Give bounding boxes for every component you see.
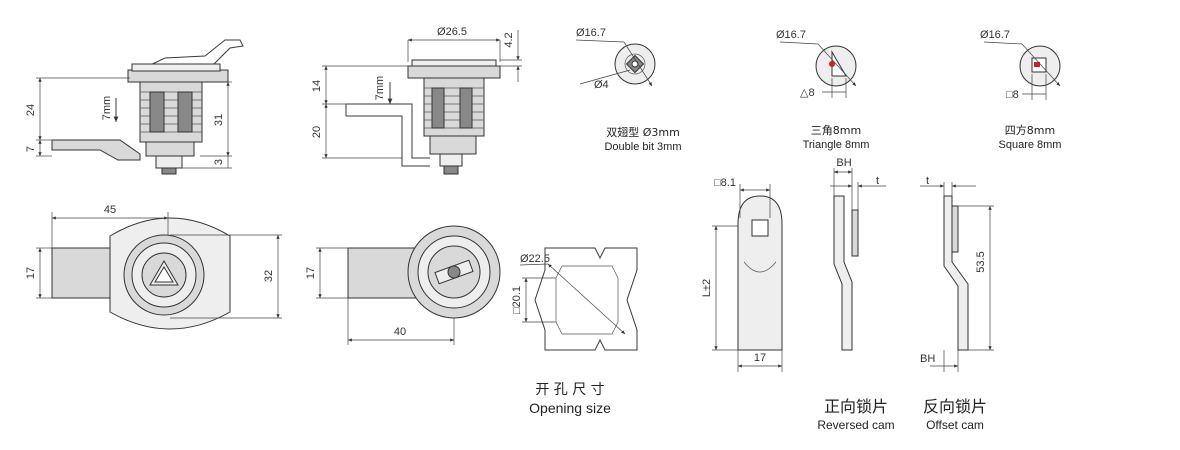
key3-en: Square 8mm: [999, 139, 1062, 151]
cam-off-53-5: 53.5: [975, 251, 987, 272]
cam-front-view: □8.1 L±2 17: [701, 177, 783, 372]
front-side-view: 7mm Ø26.5 4.2 14 20: [311, 26, 522, 175]
key1-en: Double bit 3mm: [604, 141, 681, 153]
offset-caption-en: Offset cam: [926, 418, 984, 432]
key2-cn: 三角8mm: [811, 124, 861, 137]
dim-4-2: 4.2: [503, 32, 515, 47]
key2-sub: △8: [800, 87, 815, 99]
dim-45: 45: [104, 204, 116, 216]
cam-off-bh: BH: [920, 353, 935, 365]
key-triangle: Ø16.7 △8 三角8mm Triangle 8mm: [776, 29, 869, 151]
offset-caption-cn: 反向锁片: [923, 397, 987, 416]
dim-20: 20: [311, 126, 323, 138]
dim-17-top: 17: [25, 267, 37, 279]
dim-14: 14: [311, 80, 323, 92]
key3-sub: □8: [1006, 89, 1019, 101]
opening-view: Ø22.5 □20.1: [511, 247, 638, 351]
key1-dia: Ø16.7: [576, 27, 606, 39]
dim-dia-26-5: Ø26.5: [437, 26, 467, 38]
key2-dia: Ø16.7: [776, 29, 806, 41]
cam-offset-view: t 53.5 BH: [920, 175, 994, 372]
dim-7mm-side: 7mm: [101, 96, 113, 120]
dim-dia-22-5: Ø22.5: [520, 253, 550, 265]
cam-rev-bh: BH: [836, 157, 851, 169]
cam-rev-t: t: [876, 175, 879, 187]
key2-en: Triangle 8mm: [803, 139, 870, 151]
dim-3: 3: [213, 159, 225, 165]
cam-reversed-view: BH t: [830, 157, 886, 351]
cam-width-17: 17: [754, 352, 766, 364]
cam-sq-8-1: □8.1: [714, 177, 736, 189]
side-view: 24 7 7mm 31 3: [25, 39, 244, 175]
opening-caption-en: Opening size: [529, 400, 611, 416]
dim-40: 40: [394, 326, 406, 338]
key1-sub: Ø4: [594, 79, 609, 91]
bottom-view: 17 40: [305, 225, 501, 345]
opening-caption-cn: 开 孔 尺 寸: [535, 382, 604, 398]
dim-32: 32: [263, 270, 275, 282]
dim-31: 31: [213, 114, 225, 126]
dim-24: 24: [25, 104, 37, 116]
key1-cn: 双翅型 Ø3mm: [606, 125, 680, 139]
reversed-caption-en: Reversed cam: [817, 418, 894, 432]
key3-cn: 四方8mm: [1005, 123, 1055, 137]
dim-7mm-front: 7mm: [374, 76, 386, 100]
reversed-caption-cn: 正向锁片: [824, 397, 888, 416]
dim-17-bottom: 17: [305, 267, 317, 279]
dim-7: 7: [25, 146, 37, 152]
dim-sq-20-1: □20.1: [511, 286, 523, 314]
key-square: Ø16.7 □8 四方8mm Square 8mm: [980, 29, 1061, 151]
top-view: 45 17 32: [25, 204, 282, 330]
key3-dia: Ø16.7: [980, 29, 1010, 41]
cam-off-t: t: [926, 175, 929, 187]
cam-length: L±2: [701, 279, 713, 297]
key-double-bit: Ø16.7 Ø4 双翅型 Ø3mm Double bit 3mm: [575, 27, 682, 153]
